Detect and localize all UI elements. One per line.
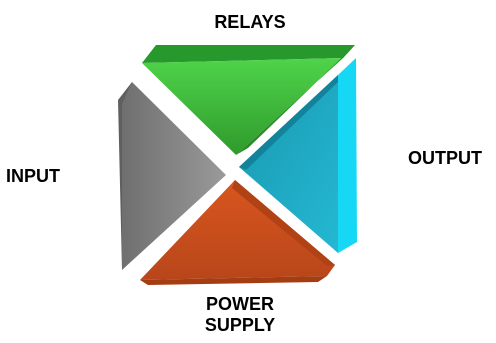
power-supply-label-line1: POWER (205, 294, 274, 314)
relays-segment (142, 45, 355, 155)
relays-label: RELAYS (214, 12, 286, 32)
input-segment (118, 82, 226, 270)
output-front-face (239, 75, 338, 253)
relays-top-face (142, 45, 355, 63)
input-label: INPUT (6, 166, 60, 186)
output-segment (239, 58, 357, 253)
output-shadow-edge (239, 75, 338, 170)
output-label: OUTPUT (408, 148, 482, 168)
output-side-face (338, 58, 357, 253)
input-front-face (122, 82, 226, 270)
power-supply-label-line2: SUPPLY (204, 315, 276, 335)
power-supply-label: POWER SUPPLY (180, 294, 300, 336)
power-supply-front-face (140, 180, 335, 280)
power-supply-shadow-edge (232, 180, 335, 266)
power-supply-bottom-edge (140, 276, 327, 285)
power-supply-segment (140, 180, 335, 285)
relays-front-face (142, 58, 343, 155)
